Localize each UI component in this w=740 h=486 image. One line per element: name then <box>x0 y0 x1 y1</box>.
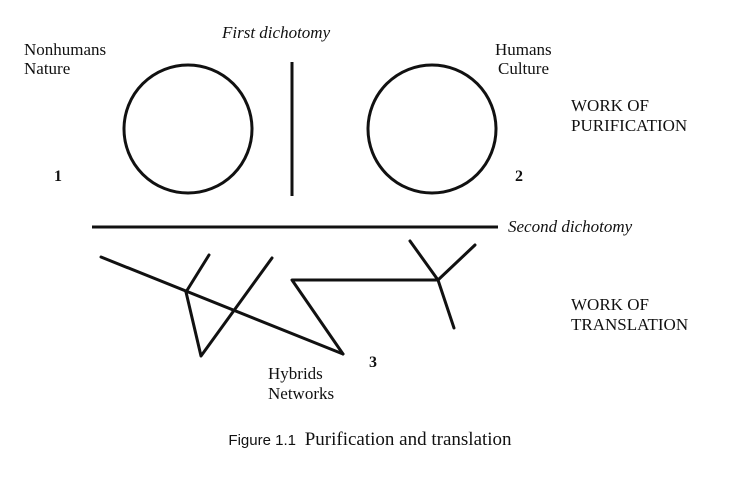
culture-label: Culture <box>498 59 549 78</box>
humans-label: Humans <box>495 40 552 59</box>
work-of-purification-label-line1: WORK OF <box>571 96 649 115</box>
work-of-translation-label-line2: TRANSLATION <box>571 315 689 334</box>
figure-caption-text: Purification and translation <box>304 429 512 450</box>
region-number-1: 1 <box>54 168 62 185</box>
right-circle <box>366 63 498 195</box>
work-of-translation-label-line1: WORK OF <box>571 295 649 314</box>
nature-label: Nature <box>24 59 71 78</box>
translation-network-left <box>99 253 345 358</box>
networks-label: Networks <box>268 384 335 403</box>
nonhumans-label: Nonhumans <box>24 40 107 59</box>
work-of-purification-label-line2: PURIFICATION <box>571 116 688 135</box>
region-number-3: 3 <box>369 354 377 371</box>
translation-network-middle <box>290 278 440 356</box>
hybrids-label: Hybrids <box>268 364 323 383</box>
region-number-2: 2 <box>515 168 523 185</box>
figure-caption: Figure 1.1 Purification and translation <box>0 428 740 453</box>
translation-network-right <box>408 239 477 330</box>
left-circle <box>122 63 254 195</box>
figure-caption-number: Figure 1.1 <box>228 432 296 449</box>
first-dichotomy-label: First dichotomy <box>222 23 331 42</box>
second-dichotomy-label: Second dichotomy <box>508 217 633 236</box>
